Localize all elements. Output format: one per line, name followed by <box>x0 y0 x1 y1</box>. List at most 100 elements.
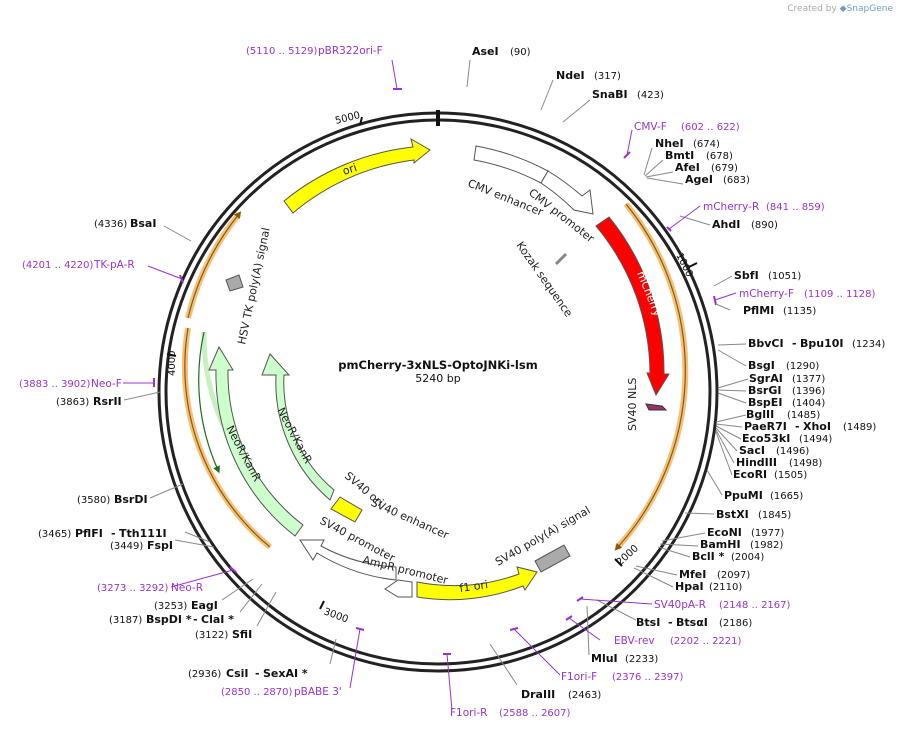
enzyme-label-2: XhoI <box>803 420 831 433</box>
feature-label-f1-ori: f1 ori <box>459 578 489 595</box>
enzyme-label-2: BtsαI <box>676 616 708 629</box>
enzyme-pos: (1665) <box>770 491 803 502</box>
separator: - <box>668 616 673 629</box>
enzyme-label: BmtI <box>665 149 694 162</box>
enzyme-label: AgeI <box>685 173 713 186</box>
enzyme-pos: (3122) <box>195 630 228 641</box>
primer-pos: (602 .. 622) <box>681 122 740 133</box>
neo-region-arc-core <box>184 327 271 548</box>
enzyme-label: BspEI <box>748 396 782 409</box>
snapgene-logo: ◆ <box>839 4 847 14</box>
enzyme-pos: (3465) <box>38 529 71 540</box>
enzyme-pos: (679) <box>711 163 738 174</box>
enzyme-pos: (1396) <box>792 386 825 397</box>
enzyme-label: SgrAI <box>749 372 783 385</box>
enzyme-pos: (2186) <box>719 618 752 629</box>
feature-sv40-ori <box>330 496 363 523</box>
plasmid-length: 5240 bp <box>415 372 460 385</box>
enzyme-label: RsrII <box>93 395 122 408</box>
enzyme-label: AhdI <box>712 218 740 231</box>
enzyme-pos: (2097) <box>717 570 750 581</box>
enzyme-label: PflMI <box>743 304 774 317</box>
tick-label-4000: 4000 <box>167 351 178 376</box>
primer-label: F1ori-R <box>450 707 487 719</box>
enzyme-leader-lines <box>123 59 749 686</box>
feature-label-kozak: Kozak sequence <box>514 239 576 319</box>
feature-ori-arrow <box>283 137 431 214</box>
snapgene-credit: Created by ◆SnapGene <box>787 4 893 14</box>
enzyme-pos: (4336) <box>94 219 127 230</box>
enzyme-label: NheI <box>655 137 684 150</box>
enzyme-label: BsrGI <box>748 384 781 397</box>
tick-1000 <box>688 262 698 268</box>
enzyme-pos: (674) <box>693 139 720 150</box>
enzyme-labels: AseI (90) NdeI (317) SnaBI (423) NheI (6… <box>38 45 885 701</box>
enzyme-pos: (3863) <box>56 397 89 408</box>
enzyme-pos: (683) <box>723 175 750 186</box>
feature-neokanr-inner-arrow <box>261 353 335 501</box>
enzyme-pos: (1135) <box>783 306 816 317</box>
enzyme-label: EcoRI <box>733 468 767 481</box>
enzyme-label: HindIII <box>736 456 777 469</box>
enzyme-label: BsrDI <box>114 493 148 506</box>
enzyme-label-2: Bpu10I <box>800 337 844 350</box>
primer-pos: (3883 .. 3902) <box>19 379 91 390</box>
feature-kozak <box>554 252 568 266</box>
enzyme-label: PaeR7I <box>744 420 787 433</box>
enzyme-pos: (2936) <box>188 669 221 680</box>
separator: - <box>255 667 260 680</box>
primer-labels: (5110 .. 5129) pBR322ori-F CMV-F (602 ..… <box>19 45 876 719</box>
primer-pos: (2588 .. 2607) <box>499 708 571 719</box>
feature-ampr-promoter-arrow <box>384 579 413 598</box>
enzyme-label: MluI <box>591 652 618 665</box>
primer-pos: (2202 .. 2221) <box>670 636 742 647</box>
enzyme-label: Eco53kI <box>742 432 790 445</box>
enzyme-label: BclI * <box>692 550 725 563</box>
primer-label: SV40pA-R <box>654 599 706 611</box>
separator: - <box>111 527 116 540</box>
enzyme-pos: (2233) <box>625 654 658 665</box>
primer-pos: (2148 .. 2167) <box>719 600 791 611</box>
enzyme-pos: (1845) <box>758 510 791 521</box>
primer-label: F1ori-F <box>561 671 597 683</box>
feature-cmv-enhancer-arrow <box>473 145 549 184</box>
separator: - <box>193 613 198 626</box>
mcherry-region-arc-core <box>614 203 686 551</box>
enzyme-pos: (2110) <box>709 582 742 593</box>
enzyme-label: AseI <box>472 45 499 58</box>
feature-cmv-promoter-arrow <box>540 170 594 215</box>
primer-pos: (5110 .. 5129) <box>246 46 318 57</box>
enzyme-label: EagI <box>191 599 218 612</box>
primer-site-neo-r <box>229 566 237 573</box>
enzyme-label: CsiI <box>226 667 248 680</box>
feature-label-ori: ori <box>341 161 359 178</box>
feature-mcherry-arrow <box>595 216 670 397</box>
separator: - <box>792 337 797 350</box>
enzyme-label: BstXI <box>716 508 749 521</box>
enzyme-label: SacI <box>739 444 765 457</box>
tick-4000 <box>166 353 177 357</box>
enzyme-pos: (1494) <box>799 434 832 445</box>
enzyme-label: BsgI <box>748 359 775 372</box>
primer-label: mCherry-R <box>703 201 759 213</box>
primer-pos: (1109 .. 1128) <box>804 289 876 300</box>
enzyme-pos: (2004) <box>731 552 764 563</box>
primer-label: pBR322ori-F <box>318 45 383 57</box>
enzyme-label: MfeI <box>679 568 706 581</box>
enzyme-pos: (1290) <box>786 361 819 372</box>
enzyme-label: SfiI <box>232 628 252 641</box>
enzyme-pos: (1498) <box>789 458 822 469</box>
enzyme-pos: (1496) <box>776 446 809 457</box>
enzyme-label: DraIII <box>521 688 555 701</box>
enzyme-label: BsaI <box>130 217 156 230</box>
feature-label-sv40-nls: SV40 NLS <box>626 378 639 431</box>
feature-neokanr-outer-arrow <box>208 345 304 537</box>
enzyme-pos: (3449) <box>110 541 143 552</box>
enzyme-label-2: SexAI * <box>263 667 308 680</box>
primer-label: Neo-F <box>91 378 122 390</box>
primer-pos: (841 .. 859) <box>766 202 825 213</box>
neo-green-arc-core <box>198 331 220 474</box>
primer-label: mCherry-F <box>739 288 794 300</box>
primer-label: pBABE 3' <box>294 686 342 698</box>
enzyme-pos: (1977) <box>751 528 784 539</box>
